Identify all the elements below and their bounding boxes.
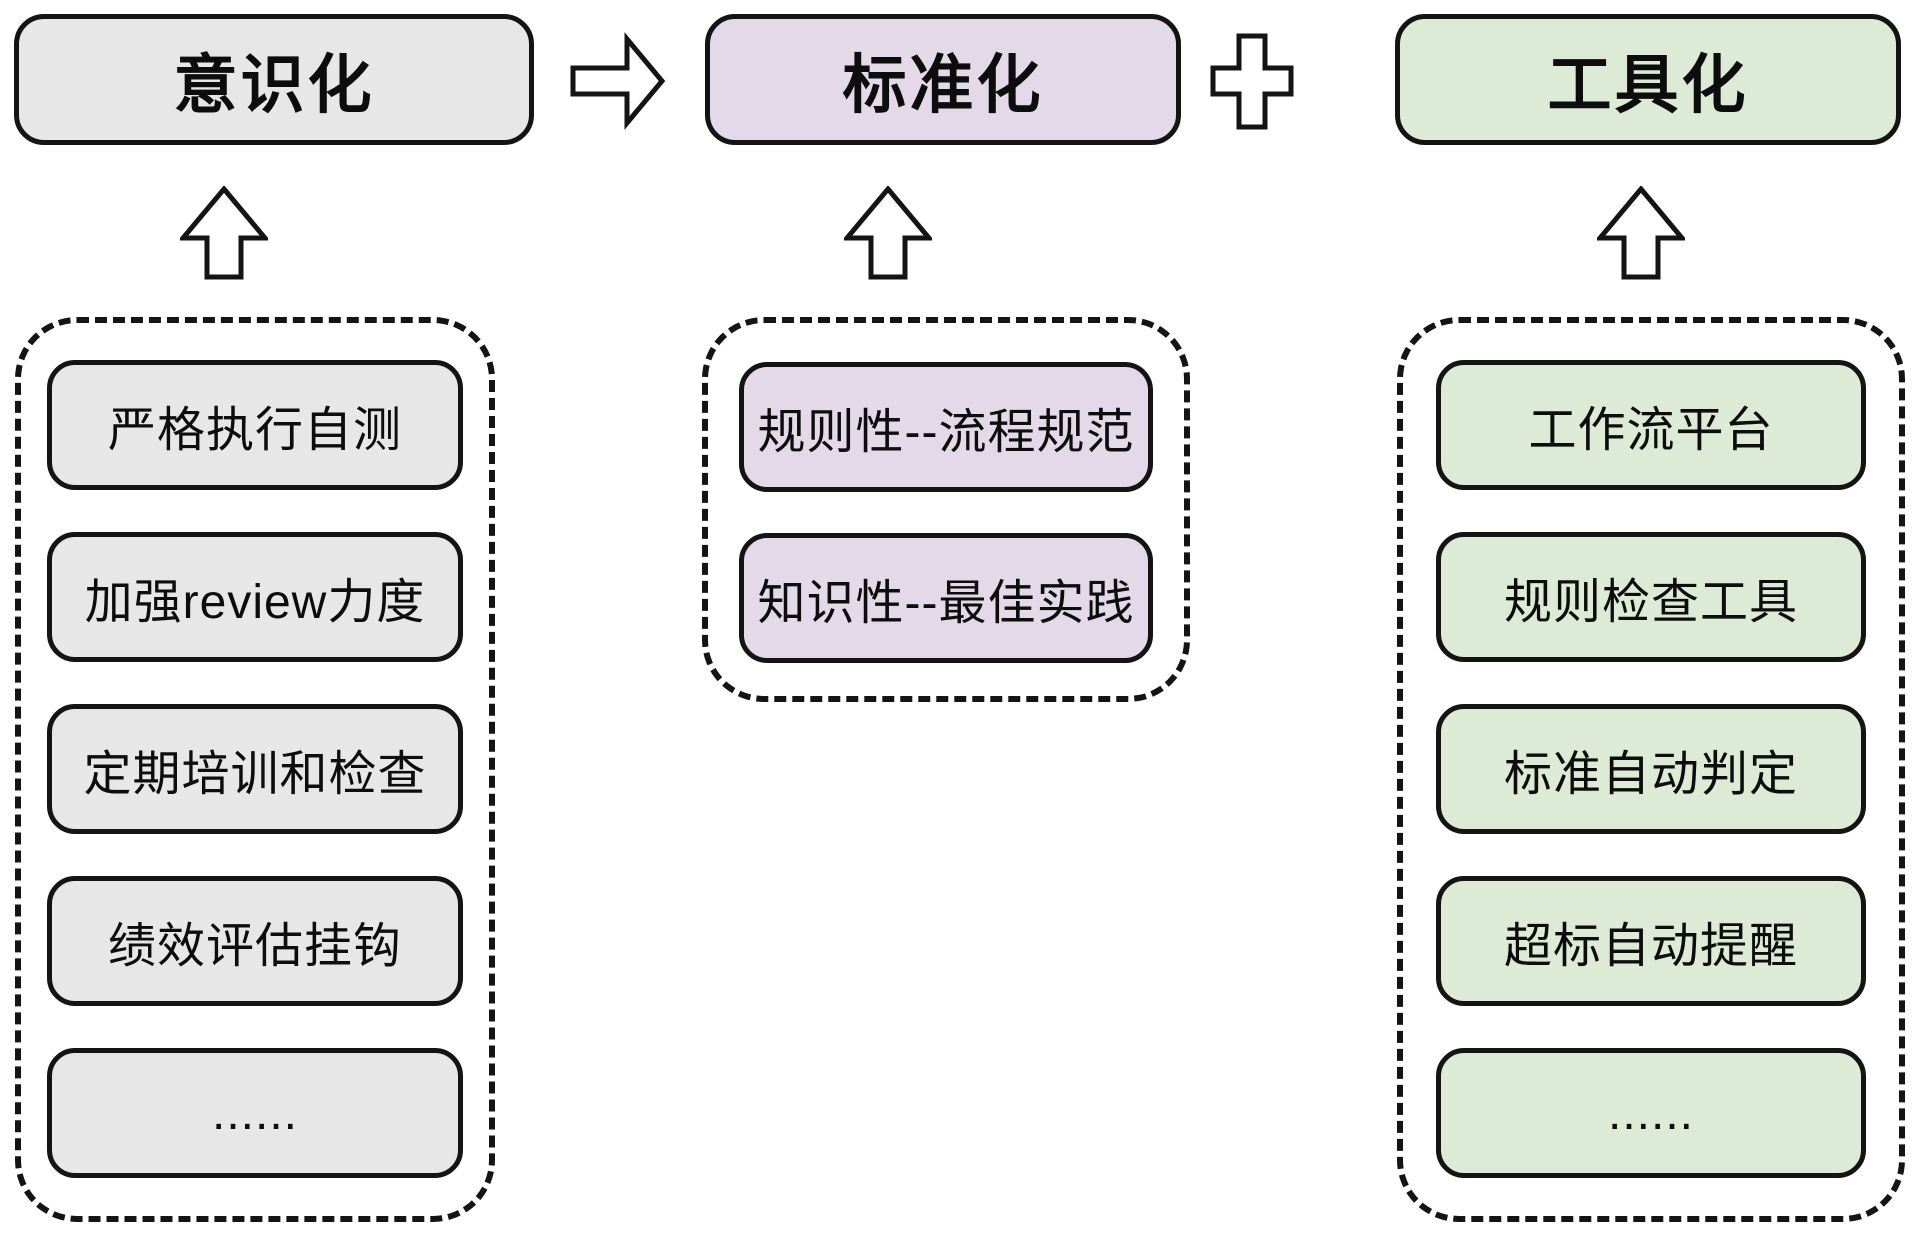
header-standardization: 标准化: [705, 14, 1181, 145]
group-tooling: 工作流平台 规则检查工具 标准自动判定 超标自动提醒 ......: [1397, 317, 1905, 1222]
list-item: 超标自动提醒: [1436, 876, 1866, 1006]
up-arrow-icon: [180, 186, 268, 280]
group-awareness: 严格执行自测 加强review力度 定期培训和检查 绩效评估挂钩 ......: [15, 317, 495, 1222]
up-arrow-icon: [844, 186, 932, 280]
plus-icon: [1210, 33, 1294, 130]
list-item: 绩效评估挂钩: [47, 876, 463, 1006]
list-item: 定期培训和检查: [47, 704, 463, 834]
up-arrow-icon: [1597, 186, 1685, 280]
header-awareness: 意识化: [14, 14, 534, 145]
list-item-ellipsis: ......: [47, 1048, 463, 1178]
list-item: 标准自动判定: [1436, 704, 1866, 834]
list-item: 规则检查工具: [1436, 532, 1866, 662]
list-item: 工作流平台: [1436, 360, 1866, 490]
list-item-ellipsis: ......: [1436, 1048, 1866, 1178]
list-item: 规则性--流程规范: [739, 362, 1153, 492]
list-item: 加强review力度: [47, 532, 463, 662]
group-standardization: 规则性--流程规范 知识性--最佳实践: [702, 317, 1190, 702]
list-item: 知识性--最佳实践: [739, 533, 1153, 663]
list-item: 严格执行自测: [47, 360, 463, 490]
header-tooling: 工具化: [1395, 14, 1901, 145]
right-arrow-icon: [570, 32, 666, 130]
